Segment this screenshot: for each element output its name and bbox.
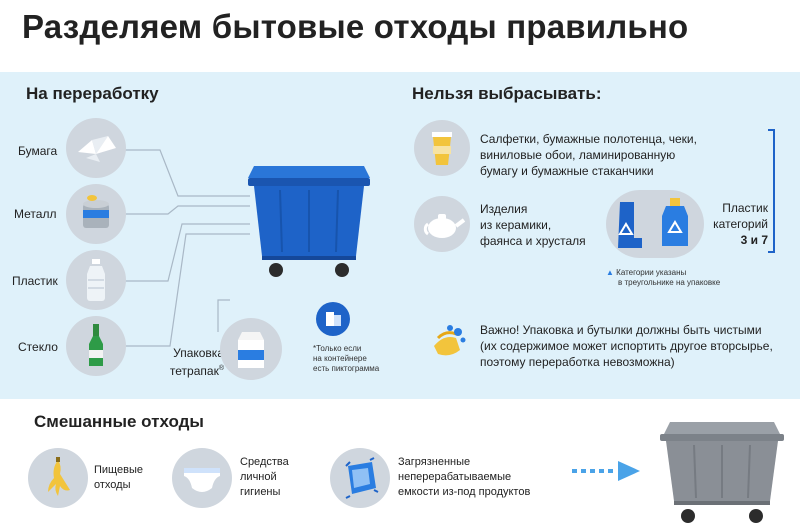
forbidden-ceramic-line1: Изделия [480, 202, 528, 216]
recycling-bin-icon [248, 160, 370, 280]
tetrapak-label-line1: Упаковка [173, 346, 224, 360]
mixed-waste-bin-icon [660, 418, 784, 526]
tin-can-icon [66, 184, 126, 244]
recycle-label-paper: Бумага [18, 144, 58, 158]
glass-bottle-icon [66, 316, 126, 376]
category-note: ▲ Категории указаны в треугольнике на уп… [606, 268, 720, 288]
forbidden-paper-text: Салфетки, бумажные полотенца, чеки, вини… [480, 131, 697, 179]
mixed-dirty-line3: емкости из-под продуктов [398, 486, 531, 498]
category-note-line2: в треугольнике на упаковке [618, 278, 721, 287]
plastic-bottle-icon [66, 250, 126, 310]
forbidden-ceramic-text: Изделия из керамики, фаянса и хрусталя [480, 201, 586, 249]
tetrapak-label: Упаковка тетрапак® [164, 346, 224, 379]
forbidden-paper-line3: бумагу и бумажные стаканчики [480, 164, 654, 178]
milk-carton-icon [220, 318, 282, 380]
mixed-hygiene-line2: личной [240, 471, 277, 483]
important-note: Важно! Упаковка и бутылки должны быть чи… [480, 322, 773, 370]
mixed-dirty-line1: Загрязненные [398, 456, 471, 468]
diaper-icon [172, 448, 232, 508]
forbidden-plastic-line3: 3 и 7 [740, 233, 768, 247]
forbidden-ceramic-line2: из керамики, [480, 218, 552, 232]
recycle-label-plastic: Пластик [12, 274, 58, 288]
mixed-hygiene-line1: Средства [240, 456, 289, 468]
tetrapak-note: *Только если на контейнере есть пиктогра… [313, 344, 379, 374]
mixed-dirty-line2: неперерабатываемые [398, 471, 512, 483]
arrow-right-icon [572, 461, 640, 481]
recycle-label-metal: Металл [14, 207, 57, 221]
mixed-hygiene-line3: гигиены [240, 486, 281, 498]
mixed-dirty-text: Загрязненные неперерабатываемые емкости … [398, 455, 530, 500]
category-note-line1: Категории указаны [616, 268, 687, 277]
food-package-icon [330, 448, 390, 508]
forbidden-paper-line2: виниловые обои, ламинированную [480, 148, 676, 162]
paper-cup-icon [414, 120, 470, 176]
mixed-food-line1: Пищевые [94, 464, 143, 476]
tetrapak-note-line3: есть пиктограмма [313, 364, 380, 373]
mixed-heading: Смешанные отходы [34, 412, 204, 431]
mixed-food-line2: отходы [94, 479, 131, 491]
teapot-icon [414, 196, 470, 252]
forbidden-ceramic-line3: фаянса и хрусталя [480, 234, 586, 248]
forbidden-plastic-line2: категорий [713, 217, 768, 231]
triangle-icon: ▲ [606, 268, 614, 277]
tetrapak-label-line2: тетрапак [169, 364, 219, 378]
tetrapak-pictogram-icon [316, 302, 350, 336]
forbidden-plastic-text: Пластик категорий 3 и 7 [708, 200, 768, 248]
paper-crane-icon [66, 118, 126, 178]
page-title: Разделяем бытовые отходы правильно [22, 8, 689, 45]
forbidden-plastic-line1: Пластик [722, 201, 768, 215]
recycle-label-glass: Стекло [18, 340, 58, 354]
important-line1: Важно! Упаковка и бутылки должны быть чи… [480, 323, 762, 337]
washing-hands-icon [428, 324, 468, 360]
important-line3: поэтому переработка невозможна) [480, 355, 675, 369]
tetrapak-mark: ® [218, 365, 224, 372]
forbidden-heading: Нельзя выбрасывать: [412, 84, 602, 103]
mixed-food-text: Пищевые отходы [94, 463, 143, 493]
banana-peel-icon [28, 448, 88, 508]
plastic-categories-icon [606, 190, 704, 258]
important-line2: (их содержимое может испортить другое вт… [480, 339, 773, 353]
bracket [768, 129, 775, 253]
forbidden-paper-line1: Салфетки, бумажные полотенца, чеки, [480, 132, 697, 146]
mixed-section [0, 399, 800, 529]
tetrapak-note-line2: на контейнере [313, 354, 367, 363]
tetrapak-note-line1: *Только если [313, 344, 362, 353]
recycle-heading: На переработку [26, 84, 159, 103]
mixed-hygiene-text: Средства личной гигиены [240, 455, 289, 500]
